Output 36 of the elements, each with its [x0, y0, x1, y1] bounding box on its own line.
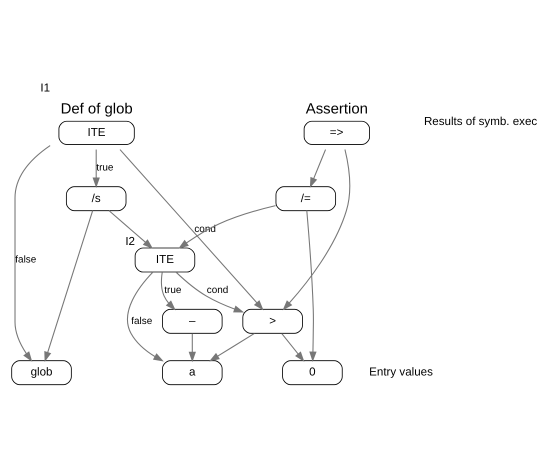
node-box: /s	[66, 186, 126, 211]
node-box: ITE	[134, 247, 196, 272]
node-label: Def of glob	[60, 100, 133, 117]
arrow	[44, 210, 94, 362]
edge-label: false	[131, 315, 152, 326]
node-box: a	[162, 360, 223, 385]
label: Entry values	[369, 366, 433, 378]
edge-label: cond	[206, 284, 228, 296]
edge-label: true	[164, 284, 182, 296]
edge-label: false	[15, 254, 36, 266]
arrow	[14, 144, 50, 362]
node-box: –	[162, 308, 223, 334]
node-box: =>	[304, 120, 370, 144]
arrow	[282, 148, 350, 310]
arrow	[178, 204, 276, 248]
arrow	[188, 332, 196, 362]
arrow	[127, 271, 164, 361]
label: Results of symb. exec	[424, 116, 538, 128]
arrow	[92, 149, 100, 188]
arrow	[306, 210, 317, 362]
node-label: I1	[40, 82, 50, 94]
node-box: ITE	[58, 120, 135, 144]
node-box: /=	[276, 186, 336, 211]
edge-label: true	[96, 162, 114, 174]
arrow	[160, 272, 176, 310]
node-label: Assertion	[306, 100, 368, 117]
arrow	[209, 332, 255, 361]
node-label: I2	[125, 235, 135, 248]
node-box: >	[242, 308, 303, 334]
node-box: 0	[282, 360, 343, 385]
arrow	[120, 148, 264, 310]
node-box: glob	[11, 360, 72, 385]
arrow	[176, 271, 244, 312]
arrow	[281, 332, 304, 362]
arrow	[310, 148, 326, 188]
arrow	[108, 210, 154, 248]
